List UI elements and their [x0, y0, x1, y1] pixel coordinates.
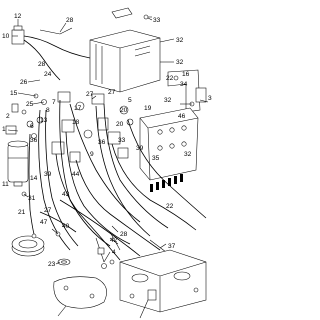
cover-plate: [53, 276, 107, 309]
part-number: 14: [30, 175, 38, 182]
part-number: 8: [46, 107, 50, 114]
part-number: 32: [164, 97, 172, 104]
part-number: 21: [18, 209, 26, 216]
intake-assembly: [119, 249, 207, 313]
part-number: 10: [2, 33, 10, 40]
part-number: 44: [72, 171, 80, 178]
part-number: 19: [144, 105, 152, 112]
part-number: 36: [98, 139, 106, 146]
part-number: 22: [166, 203, 174, 210]
label-tag: [111, 7, 133, 19]
part-number: 27: [108, 89, 116, 96]
part-number: 46: [178, 113, 186, 120]
part-number: 31: [28, 195, 36, 202]
part-number: 12: [14, 13, 22, 20]
part-number: 17: [74, 105, 82, 112]
part-number: 39: [136, 145, 144, 152]
air-filter-ring: [11, 235, 45, 257]
vacuum-hose-parts-diagram: 12 10 28 33 32 32 32 28 24 22 34 16 26 1…: [2, 7, 212, 319]
part-number: 2: [6, 113, 10, 120]
part-number: 9: [90, 151, 94, 158]
part-number: 37: [168, 243, 176, 250]
relay: [195, 87, 207, 103]
part-number: 40: [62, 223, 70, 230]
part-number: 6: [30, 123, 34, 130]
part-number-labels: 12 10 28 33 32 32 32 28 24 22 34 16 26 1…: [2, 13, 212, 268]
grommet: [57, 258, 71, 266]
part-number: 22: [166, 75, 174, 82]
part-number: 47: [40, 219, 48, 226]
part-number: 33: [118, 137, 126, 144]
part-number: 20: [116, 121, 124, 128]
part-number: 18: [72, 119, 80, 126]
part-number: 28: [66, 17, 74, 24]
part-number: 5: [128, 97, 132, 104]
part-number: 33: [153, 17, 161, 24]
part-number: 15: [10, 90, 18, 97]
vacuum-hoses: [28, 99, 207, 263]
part-number: 32: [176, 37, 184, 44]
part-number: 26: [20, 79, 28, 86]
part-number: 28: [120, 231, 128, 238]
solenoid-bracket-plate: [139, 107, 199, 181]
part-number: 23: [48, 261, 56, 268]
part-number: 25: [26, 101, 34, 108]
mount-bolt: [143, 14, 152, 20]
part-number: 39: [44, 171, 52, 178]
small-parts-bottom: [21, 191, 115, 269]
part-number: 20: [120, 107, 128, 114]
part-number: 36: [30, 137, 38, 144]
part-number: 42: [110, 237, 118, 244]
part-number: 32: [176, 59, 184, 66]
part-number: 35: [152, 155, 160, 162]
leader-lines: [7, 17, 209, 319]
part-number: 27: [86, 91, 94, 98]
part-number: 7: [52, 99, 56, 106]
canister: [7, 140, 29, 187]
part-number: 4: [112, 249, 116, 256]
part-number: 13: [40, 117, 48, 124]
part-number: 24: [44, 71, 52, 78]
part-number: 1: [2, 126, 6, 133]
hose-connectors: [150, 174, 183, 192]
part-number: 3: [208, 95, 212, 102]
part-number: 32: [184, 151, 192, 158]
part-number: 43: [62, 191, 70, 198]
part-number: 11: [2, 181, 9, 188]
part-number: 27: [44, 207, 52, 214]
part-number: 34: [180, 81, 188, 88]
part-number: 28: [38, 61, 46, 68]
part-number: 16: [182, 71, 190, 78]
control-box: [89, 29, 161, 93]
